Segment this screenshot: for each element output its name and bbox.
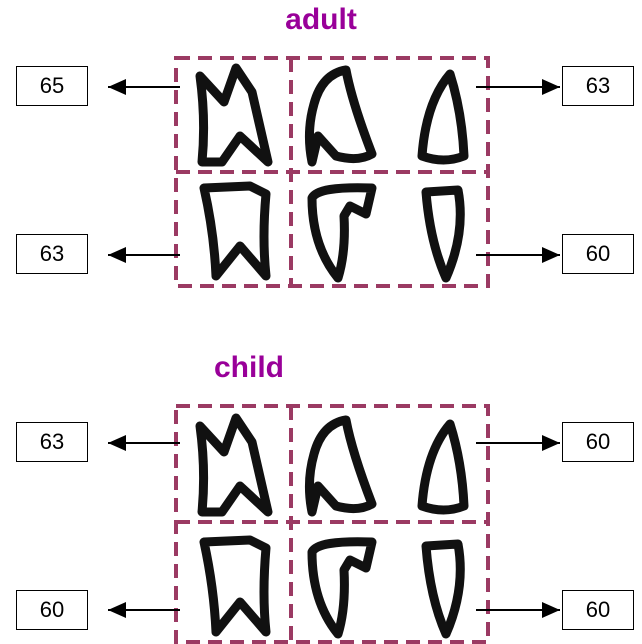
dashed-grid bbox=[174, 404, 490, 644]
value-box-top-right: 63 bbox=[562, 66, 634, 106]
incisor-icon bbox=[421, 539, 465, 639]
value-box-bottom-right: 60 bbox=[562, 234, 634, 274]
canine-icon bbox=[417, 69, 469, 165]
dashed-grid bbox=[174, 56, 490, 288]
value-box-bottom-left: 60 bbox=[16, 590, 88, 630]
teeth-grid bbox=[108, 56, 560, 288]
premolar-icon bbox=[307, 537, 377, 639]
panel-child: child 63 60 60 60 bbox=[0, 350, 642, 644]
value-box-bottom-right: 60 bbox=[562, 590, 634, 630]
premolar-icon bbox=[307, 183, 377, 283]
panel-title: adult bbox=[285, 3, 357, 36]
premolar-icon bbox=[304, 65, 377, 167]
incisor-icon bbox=[421, 185, 465, 283]
molar-icon bbox=[195, 413, 273, 517]
teeth-grid bbox=[108, 404, 560, 644]
value-box-bottom-left: 63 bbox=[16, 234, 88, 274]
canine-icon bbox=[417, 419, 469, 515]
panel-title: child bbox=[213, 351, 284, 384]
premolar-icon bbox=[304, 415, 377, 517]
value-box-top-left: 63 bbox=[16, 422, 88, 462]
molar-icon bbox=[199, 181, 271, 281]
panel-adult: adult 65 63 63 60 bbox=[0, 2, 642, 292]
value-box-top-left: 65 bbox=[16, 66, 88, 106]
molar-icon bbox=[195, 63, 273, 167]
value-box-top-right: 60 bbox=[562, 422, 634, 462]
molar-icon bbox=[199, 535, 271, 637]
